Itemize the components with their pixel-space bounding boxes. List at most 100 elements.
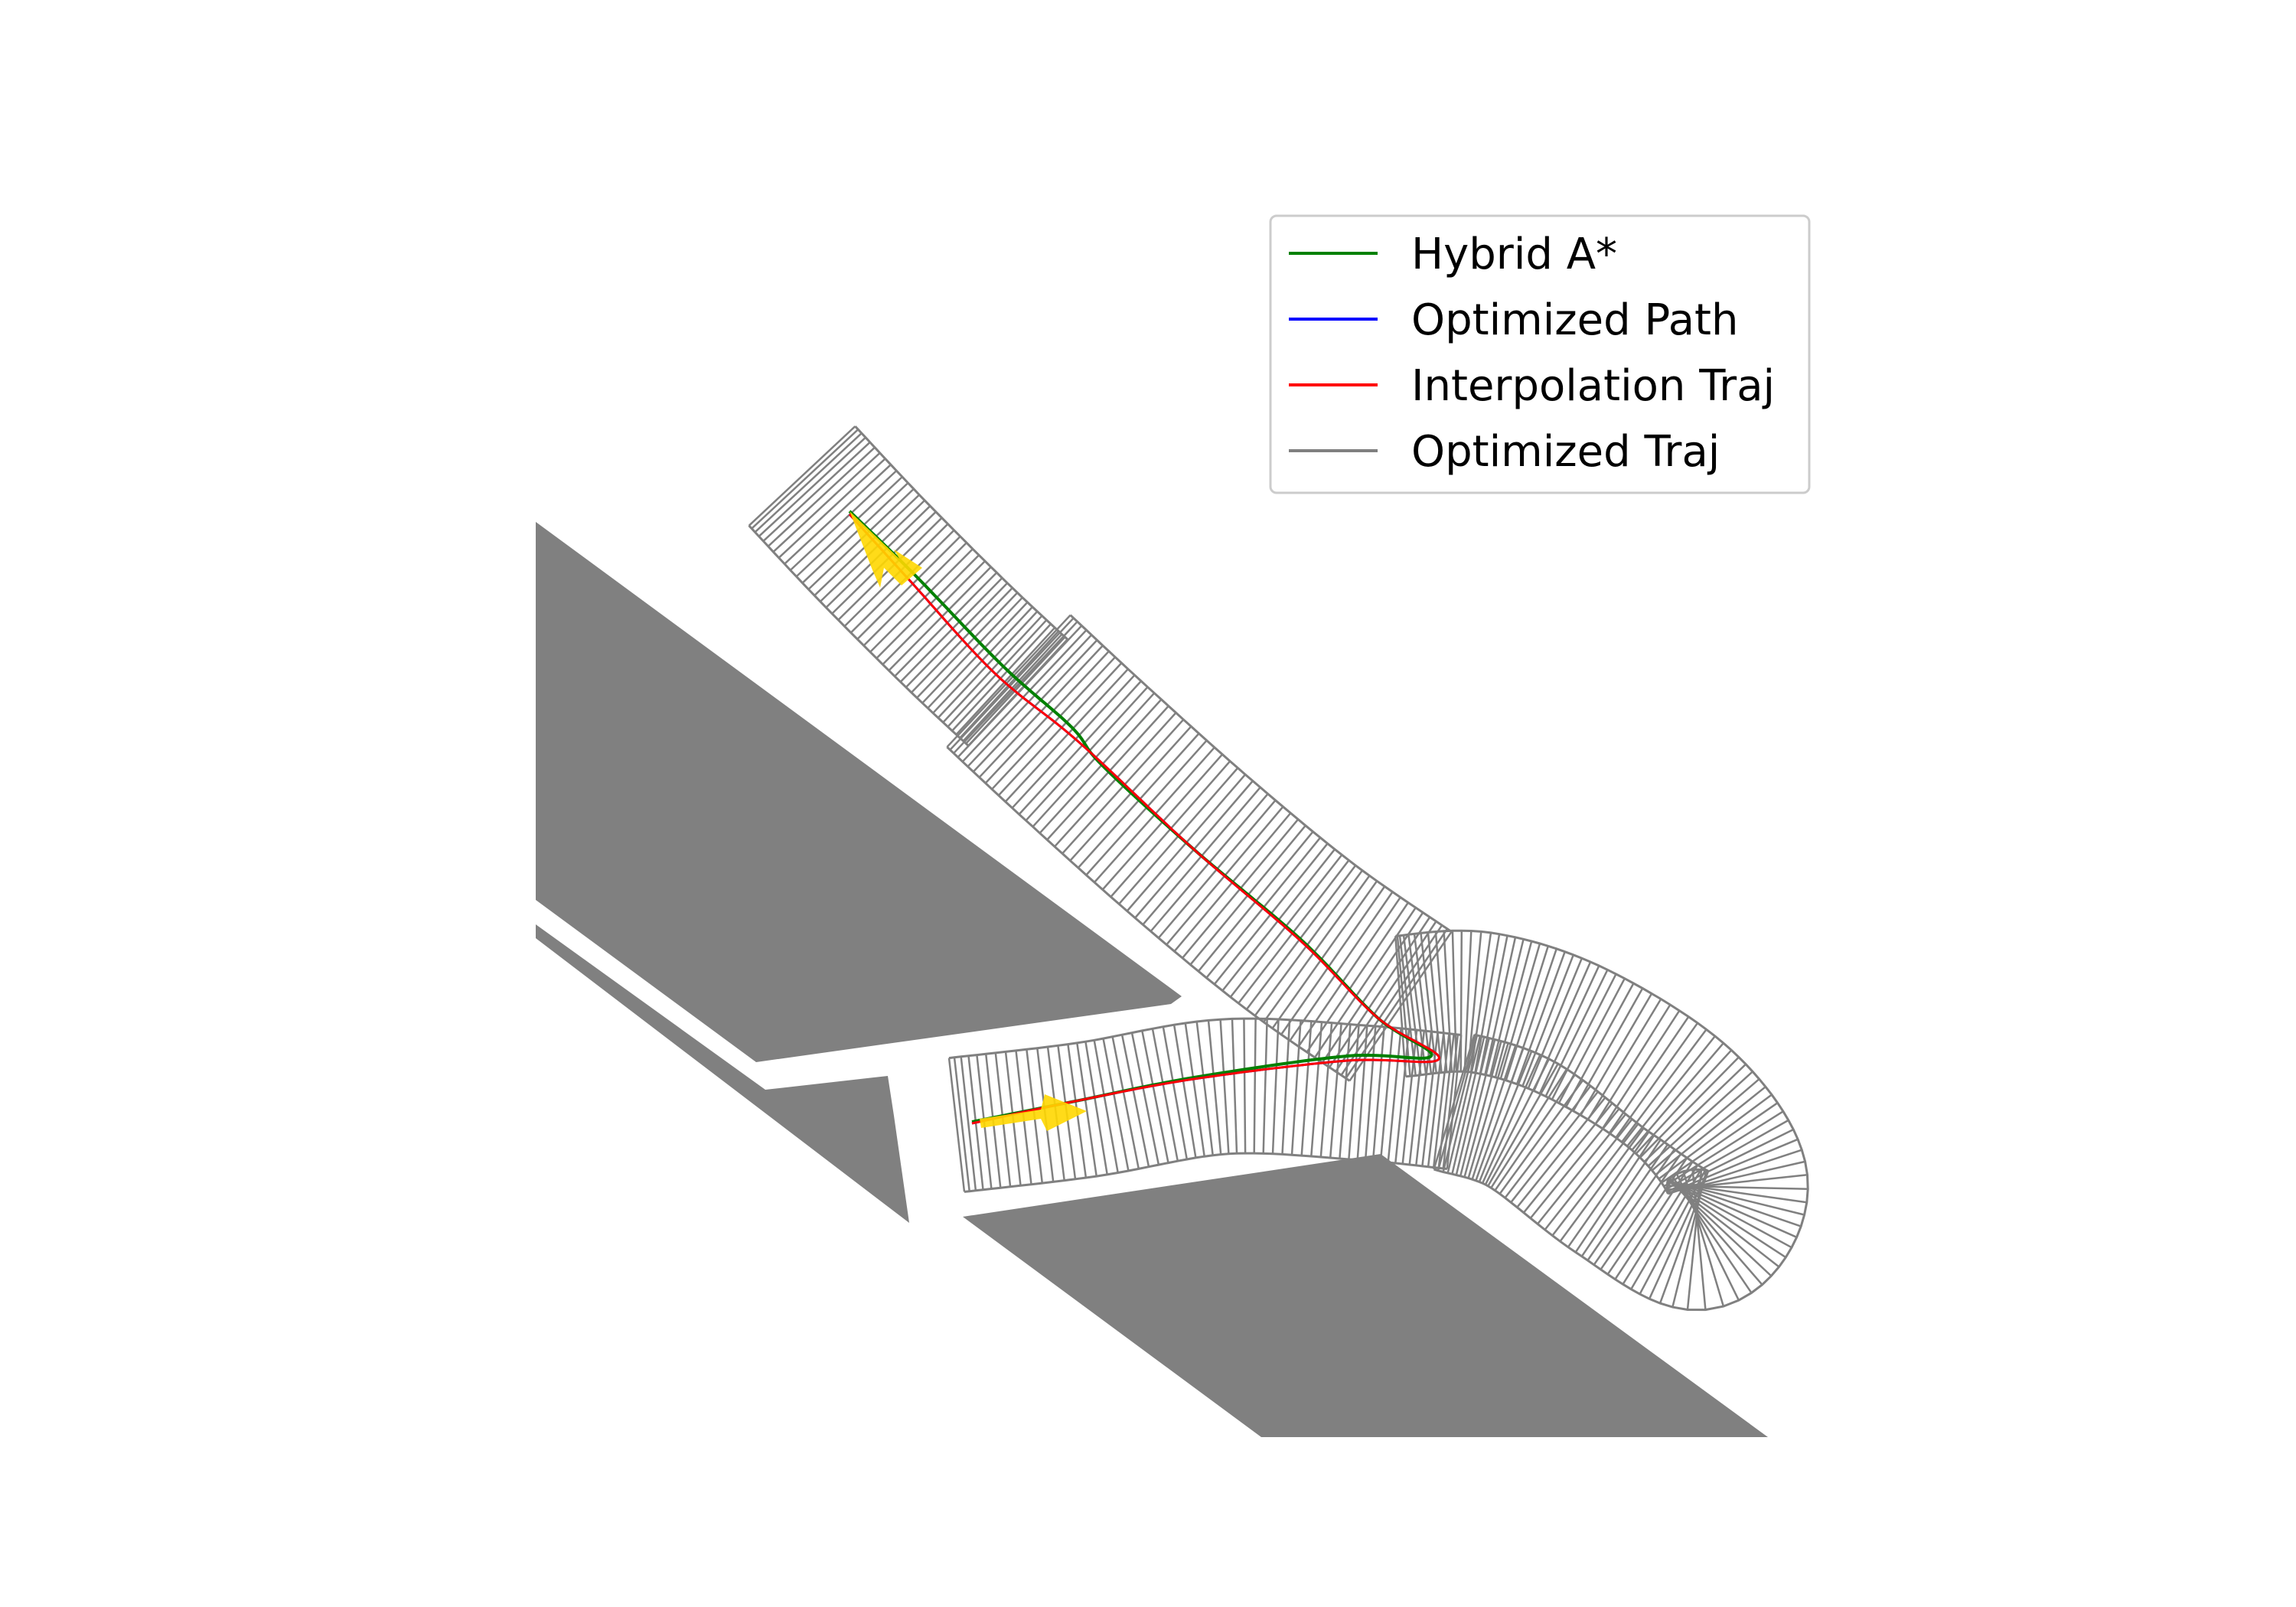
footprint-rib	[1219, 1019, 1230, 1154]
footprint-rib	[1102, 1038, 1130, 1172]
footprint-rib	[1262, 1019, 1268, 1154]
footprint-rib	[1407, 934, 1427, 1075]
footprint-rib	[1437, 1035, 1477, 1172]
footprint-rib	[1415, 1031, 1433, 1166]
legend-entry-optimized-path: Optimized Path	[1289, 295, 1738, 345]
footprint-rib	[1593, 1149, 1675, 1266]
legend-frame	[1269, 214, 1811, 494]
footprint-rib	[1427, 932, 1443, 1073]
footprint-rib	[953, 621, 1078, 755]
footprint-rib	[937, 611, 1039, 719]
footprint-rib	[1207, 1020, 1222, 1155]
footprint-rib	[1463, 1041, 1502, 1178]
footprint-edge	[964, 1152, 1447, 1193]
interpolation-traj-line	[848, 513, 1441, 1125]
footprint-rib	[1398, 935, 1417, 1076]
footprint-rib	[1451, 1036, 1486, 1175]
footprint-rib	[1141, 1030, 1169, 1163]
legend-entry-hybrid-a: Hybrid A*	[1289, 230, 1617, 279]
footprint-rib	[905, 582, 1009, 688]
footprint-rib	[1339, 1024, 1352, 1159]
footprint-rib	[1474, 934, 1501, 1074]
footprint-rib	[1630, 1167, 1704, 1290]
footprint-rib	[1600, 1152, 1682, 1270]
footprint-rib	[778, 458, 886, 559]
footprint-rib	[888, 566, 992, 672]
footprint-rib	[1463, 931, 1473, 1072]
footprint-rib	[1162, 1026, 1189, 1160]
footprint-rib	[1371, 1026, 1385, 1162]
footprint-rib	[1254, 869, 1364, 1017]
footprint-rib	[1580, 1139, 1662, 1257]
footprint-rib	[754, 432, 863, 533]
footprint-rib	[1594, 1004, 1671, 1125]
footprint-rib	[1432, 1033, 1450, 1168]
footprint-rib	[1253, 1019, 1257, 1154]
footprint-rib	[1481, 1054, 1541, 1184]
footprint-rib	[1648, 1170, 1709, 1299]
footprint-rib	[1076, 1042, 1097, 1177]
footprint-rib	[1427, 1032, 1445, 1167]
footprint-rib	[1510, 1090, 1599, 1204]
footprint-rib	[1499, 943, 1541, 1080]
footprint-edge	[948, 1017, 1462, 1060]
footprint-rib	[1184, 1022, 1205, 1157]
footprint-rib	[1614, 1161, 1694, 1280]
footprint-rib	[1084, 1041, 1108, 1175]
footprint-rib	[955, 627, 1056, 735]
footprint-rib	[1321, 911, 1424, 1064]
footprint-rib	[1442, 1034, 1459, 1169]
footprint-rib	[1340, 924, 1443, 1076]
footprint-rib	[748, 425, 856, 526]
footprint-rib	[949, 617, 1075, 751]
footprint-rib	[1484, 937, 1517, 1075]
footprint-rib	[1655, 1086, 1766, 1176]
footprint-edge	[946, 746, 1351, 1082]
footprint-rib	[795, 476, 903, 578]
footprint-rib	[1025, 686, 1149, 822]
footprint-rib	[882, 560, 986, 666]
footprint-rib	[1263, 875, 1371, 1023]
footprint-rib	[947, 619, 1048, 728]
footprint-rib	[1455, 1038, 1490, 1175]
footprint-rib	[1459, 931, 1463, 1072]
end-marker	[980, 1094, 1087, 1131]
footprint-rib	[1231, 1019, 1238, 1154]
footprint-rib	[789, 470, 898, 572]
footprint-rib	[1243, 1019, 1247, 1154]
footprint-rib	[1421, 1032, 1439, 1167]
footprint-rib	[1601, 1010, 1681, 1129]
start-end-markers	[850, 511, 1087, 1131]
footprint-rib	[1329, 916, 1431, 1068]
footprint-rib	[1281, 1019, 1291, 1155]
footprint-rib	[1356, 1025, 1368, 1160]
footprint-rib	[957, 624, 1083, 758]
footprint-rib	[1387, 1028, 1402, 1163]
footprint-rib	[1691, 1169, 1707, 1310]
footprint-rib	[1446, 1035, 1463, 1169]
footprint-rib	[960, 1056, 977, 1191]
footprint-rib	[1335, 921, 1437, 1072]
footprint-rib	[1319, 1022, 1333, 1158]
footprint-rib	[767, 446, 876, 547]
footprint-rib	[1658, 1170, 1710, 1304]
legend-entry-optimized-traj: Optimized Traj	[1289, 427, 1720, 477]
footprint-rib	[1032, 692, 1156, 828]
footprint-rib	[784, 464, 892, 565]
footprint-rib	[1682, 1171, 1725, 1307]
footprint-rib	[1490, 1068, 1568, 1188]
footprint-rib	[1572, 987, 1644, 1112]
footprint-rib	[1580, 993, 1653, 1116]
footprint-rib	[1484, 1058, 1551, 1185]
footprint-rib	[1567, 1131, 1650, 1248]
footprint-rib	[1622, 1164, 1699, 1285]
footprint-rib	[1643, 1063, 1746, 1163]
footprint-rib	[1443, 931, 1453, 1072]
footprint-rib	[1364, 1025, 1377, 1161]
footprint-rib	[1271, 880, 1378, 1029]
footprint-rib	[1661, 1102, 1779, 1184]
footprint-rib	[1606, 1157, 1688, 1275]
footprint-rib	[1494, 940, 1533, 1078]
sweep-diagonal	[946, 614, 1453, 1082]
